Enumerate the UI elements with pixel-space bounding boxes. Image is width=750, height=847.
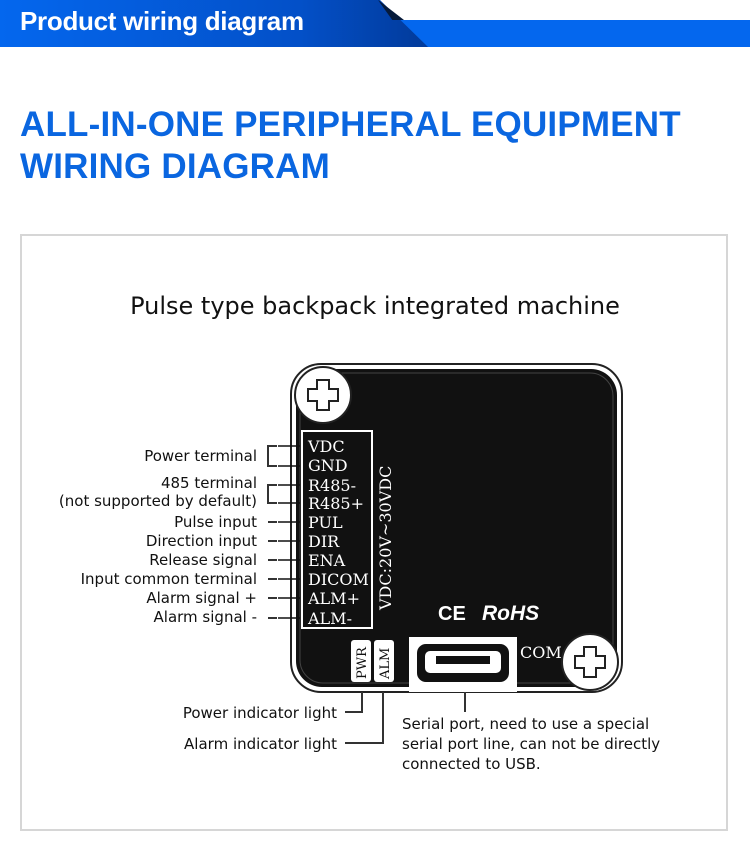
label-serial-3: connected to USB.: [402, 755, 541, 773]
terminal-box: [301, 430, 373, 629]
pin-alm-minus: ALM-: [307, 609, 352, 628]
label-pulse-input: Pulse input: [174, 513, 257, 531]
pin-labels: VDC GND R485- R485+ PUL DIR ENA DICOM AL…: [307, 437, 369, 628]
page-title: ALL-IN-ONE PERIPHERAL EQUIPMENT WIRING D…: [20, 104, 681, 188]
pwr-led-label: PWR: [355, 646, 370, 679]
label-input-common: Input common terminal: [81, 570, 257, 588]
device-body: [290, 363, 623, 693]
diagram-panel: [20, 234, 728, 831]
label-485-note: (not supported by default): [59, 492, 257, 510]
com-port: [409, 637, 517, 692]
label-485-terminal: 485 terminal: [161, 474, 257, 492]
pin-vdc: VDC: [307, 437, 345, 456]
alm-led: ALM: [374, 640, 394, 682]
banner-tab: [0, 0, 428, 47]
diagram-subtitle: Pulse type backpack integrated machine: [130, 292, 620, 320]
ce-mark: CE: [438, 603, 466, 625]
screw-icon: [294, 366, 352, 424]
label-release-signal: Release signal: [149, 551, 257, 569]
pin-gnd: GND: [308, 456, 348, 475]
label-serial-2: serial port line, can not be directly: [402, 735, 660, 753]
pin-pul: PUL: [308, 513, 343, 532]
leader-lines: [267, 445, 466, 744]
label-power-terminal: Power terminal: [144, 447, 257, 465]
label-serial-1: Serial port, need to use a special: [402, 715, 649, 733]
pin-r485-plus: R485+: [308, 494, 364, 513]
pin-ena: ENA: [308, 551, 346, 570]
pin-alm-plus: ALM+: [307, 589, 360, 608]
pin-dicom: DICOM: [308, 570, 369, 589]
pin-descriptions: Power terminal 485 terminal (not support…: [59, 447, 660, 773]
label-direction-input: Direction input: [146, 532, 257, 550]
pin-r485-minus: R485-: [308, 476, 356, 495]
pin-dir: DIR: [308, 532, 340, 551]
title-line-2: WIRING DIAGRAM: [20, 147, 330, 186]
alm-led-label: ALM: [378, 648, 393, 680]
label-power-indicator: Power indicator light: [183, 704, 337, 722]
pwr-led: PWR: [351, 640, 371, 682]
screw-icon: [561, 633, 619, 691]
title-line-1: ALL-IN-ONE PERIPHERAL EQUIPMENT: [20, 105, 681, 144]
label-alarm-plus: Alarm signal +: [146, 589, 257, 607]
label-alarm-minus: Alarm signal -: [154, 608, 257, 626]
com-label: COM: [520, 643, 562, 662]
rohs-mark: RoHS: [482, 602, 539, 625]
label-alarm-indicator: Alarm indicator light: [184, 735, 337, 753]
voltage-label: VDC:20V~30VDC: [376, 466, 395, 611]
banner-title: Product wiring diagram: [20, 6, 304, 36]
